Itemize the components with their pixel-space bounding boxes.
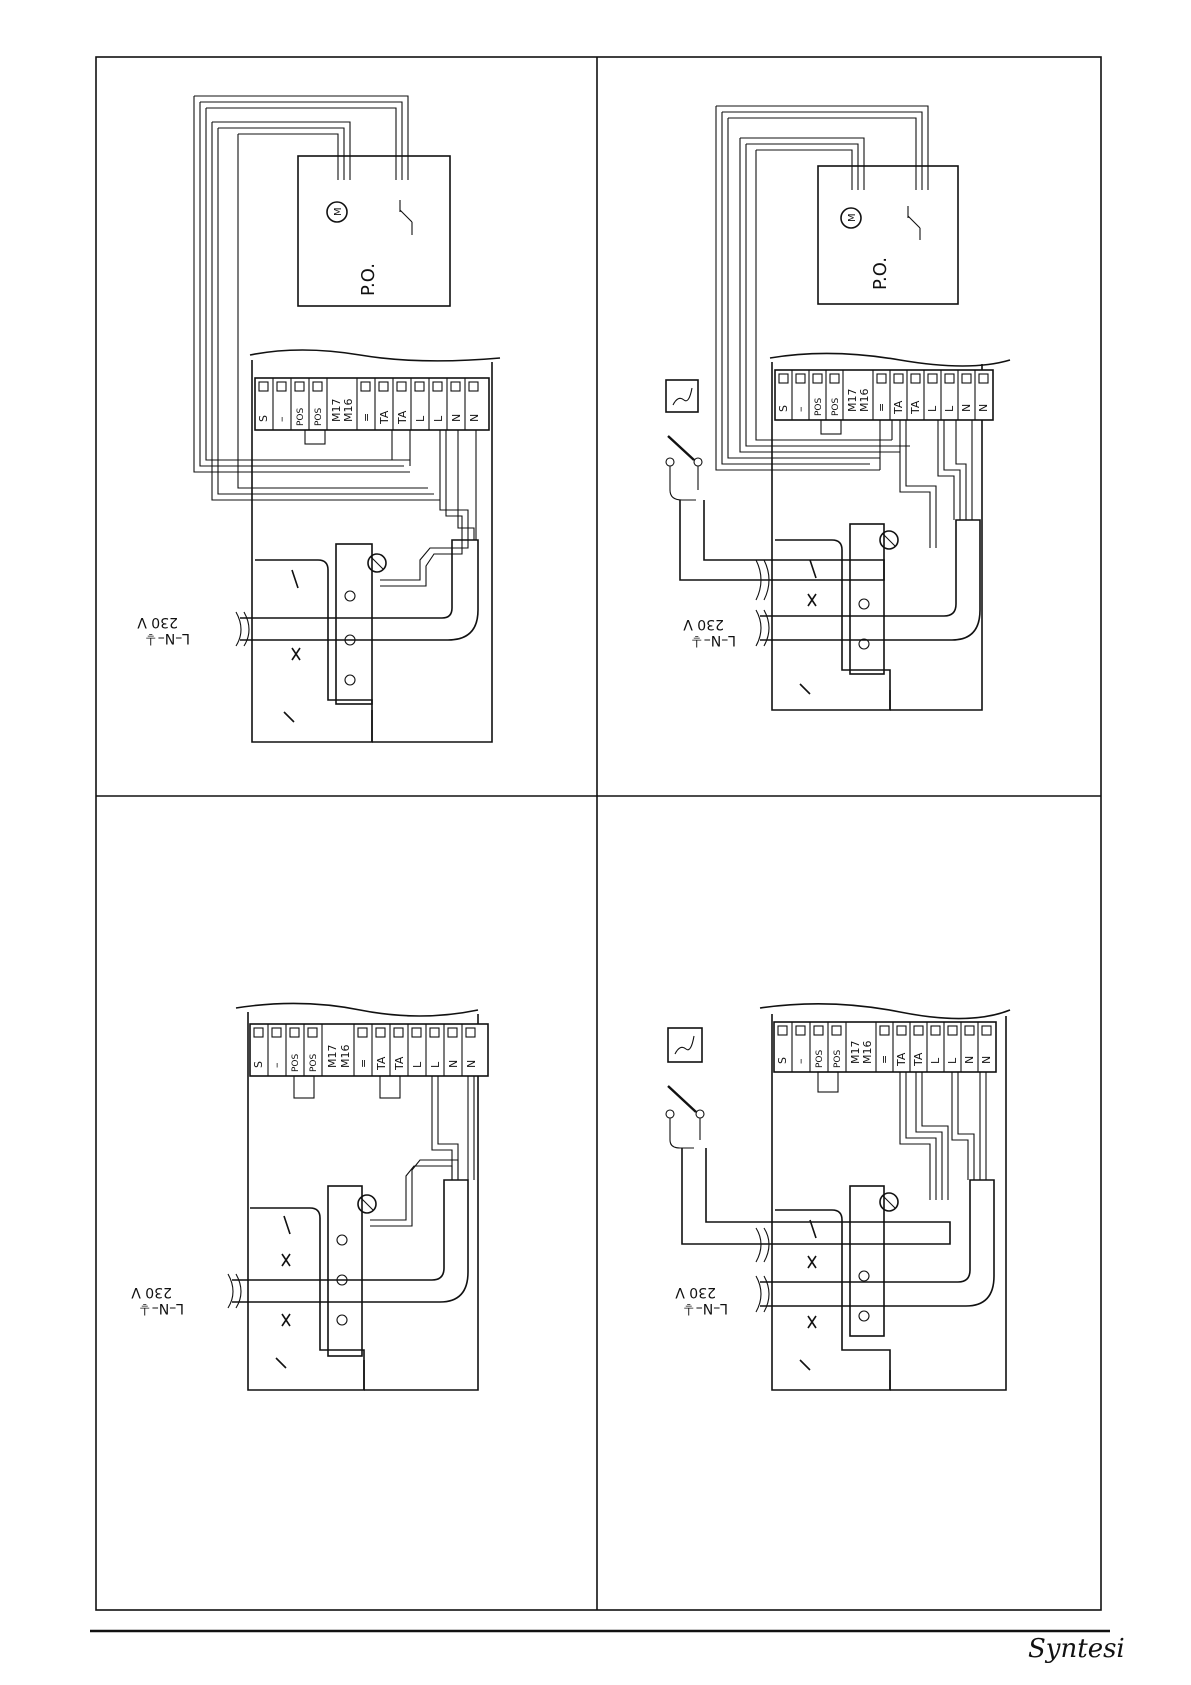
terminal-label: N (450, 414, 463, 422)
terminal-label: TA (393, 1056, 406, 1071)
cable-clamp (328, 1186, 362, 1356)
supply-conductors: L–N–⏚ (144, 630, 190, 646)
terminal-label: POS (815, 1049, 825, 1068)
terminal-label: = (875, 403, 888, 412)
terminal-label: – (270, 1063, 283, 1069)
terminal-label: M16 (339, 1045, 352, 1069)
terminal-label: S (776, 1057, 789, 1064)
terminal-label: – (794, 407, 807, 413)
terminal-label: N (977, 404, 990, 412)
terminal-label: – (794, 1059, 807, 1065)
diagram-valve-thermostat-wiring: S – POS POS M17 M16 = TA TA L L N N M P.… (666, 106, 1010, 710)
mains-cable (240, 540, 478, 640)
terminal-label: TA (895, 1052, 908, 1067)
diagram-thermostat-wiring: S – POS POS M17 M16 = TA TA L L N N (666, 1004, 1010, 1390)
terminal-label: N (960, 404, 973, 412)
thermostat-switch-symbol (668, 1086, 696, 1112)
supply-conductors: L–N–⏚ (690, 632, 736, 648)
terminal-label: M16 (342, 399, 355, 423)
terminal-label: POS (296, 407, 306, 426)
terminal-label: TA (375, 1056, 388, 1071)
supply-voltage: 230 V (675, 1284, 716, 1300)
terminal-label: POS (814, 397, 824, 416)
page-frame (96, 57, 1101, 1610)
supply-voltage: 230 V (131, 1284, 172, 1300)
terminal-strip (255, 378, 489, 444)
terminal-label: – (275, 417, 288, 423)
mains-cable (232, 1180, 468, 1302)
terminal-strip (775, 370, 993, 434)
terminal-label: TA (378, 410, 391, 425)
motor-label: M (333, 207, 344, 216)
terminal-label: POS (831, 397, 841, 416)
supply-voltage: 230 V (683, 616, 724, 632)
diagram-mains-only-wiring: S – POS POS M17 M16 = TA TA L L N N 230 … (131, 1003, 488, 1390)
actuator-label: P.O. (358, 263, 379, 296)
terminal-label: = (878, 1055, 891, 1064)
terminal-label: S (257, 415, 270, 422)
terminal-label: L (943, 405, 956, 412)
terminal-label: POS (309, 1053, 319, 1072)
diagram-valve-wiring: S – POS POS M17 M16 = TA TA L L N N M P.… (137, 96, 500, 742)
supply-conductors: L–N–⏚ (138, 1300, 184, 1316)
room-thermostat (668, 1028, 702, 1062)
terminal-label: N (447, 1060, 460, 1068)
terminal-label: TA (396, 410, 409, 425)
terminal-label: POS (314, 407, 324, 426)
terminal-label: TA (912, 1052, 925, 1067)
limit-switch-symbol (908, 206, 920, 240)
terminal-label: L (414, 415, 427, 422)
terminal-label: TA (892, 400, 905, 415)
supply-voltage: 230 V (137, 614, 178, 630)
terminal-label: POS (291, 1053, 301, 1072)
brand-logo: Syntesi (1028, 1634, 1125, 1664)
terminal-label: TA (909, 400, 922, 415)
terminal-label: L (429, 1061, 442, 1068)
terminal-label: POS (833, 1049, 843, 1068)
motor-label: M (847, 213, 858, 222)
terminal-label: L (946, 1057, 959, 1064)
mains-cable (760, 1180, 994, 1306)
cable-clamp (850, 1186, 884, 1336)
terminal-label: S (252, 1061, 265, 1068)
terminal-label: L (926, 405, 939, 412)
terminal-label: S (777, 405, 790, 412)
thermostat-switch-symbol (668, 436, 694, 460)
terminal-label: N (963, 1056, 976, 1064)
terminal-label: = (360, 413, 373, 422)
terminal-label: L (432, 415, 445, 422)
terminal-label: M16 (858, 389, 871, 413)
limit-switch-symbol (400, 200, 412, 235)
terminal-label: N (980, 1056, 993, 1064)
supply-conductors: L–N–⏚ (682, 1300, 728, 1316)
terminal-label: = (357, 1059, 370, 1068)
thermostat-cable (682, 1148, 950, 1244)
actuator-label: P.O. (870, 257, 891, 290)
cable-clamp (850, 524, 884, 674)
terminal-label: N (465, 1060, 478, 1068)
terminal-label: L (929, 1057, 942, 1064)
terminal-label: N (468, 414, 481, 422)
terminal-label: M17 (326, 1045, 339, 1069)
terminal-label: L (411, 1061, 424, 1068)
cable-clamp (336, 544, 372, 704)
room-thermostat (666, 380, 698, 412)
terminal-label: M16 (861, 1041, 874, 1065)
